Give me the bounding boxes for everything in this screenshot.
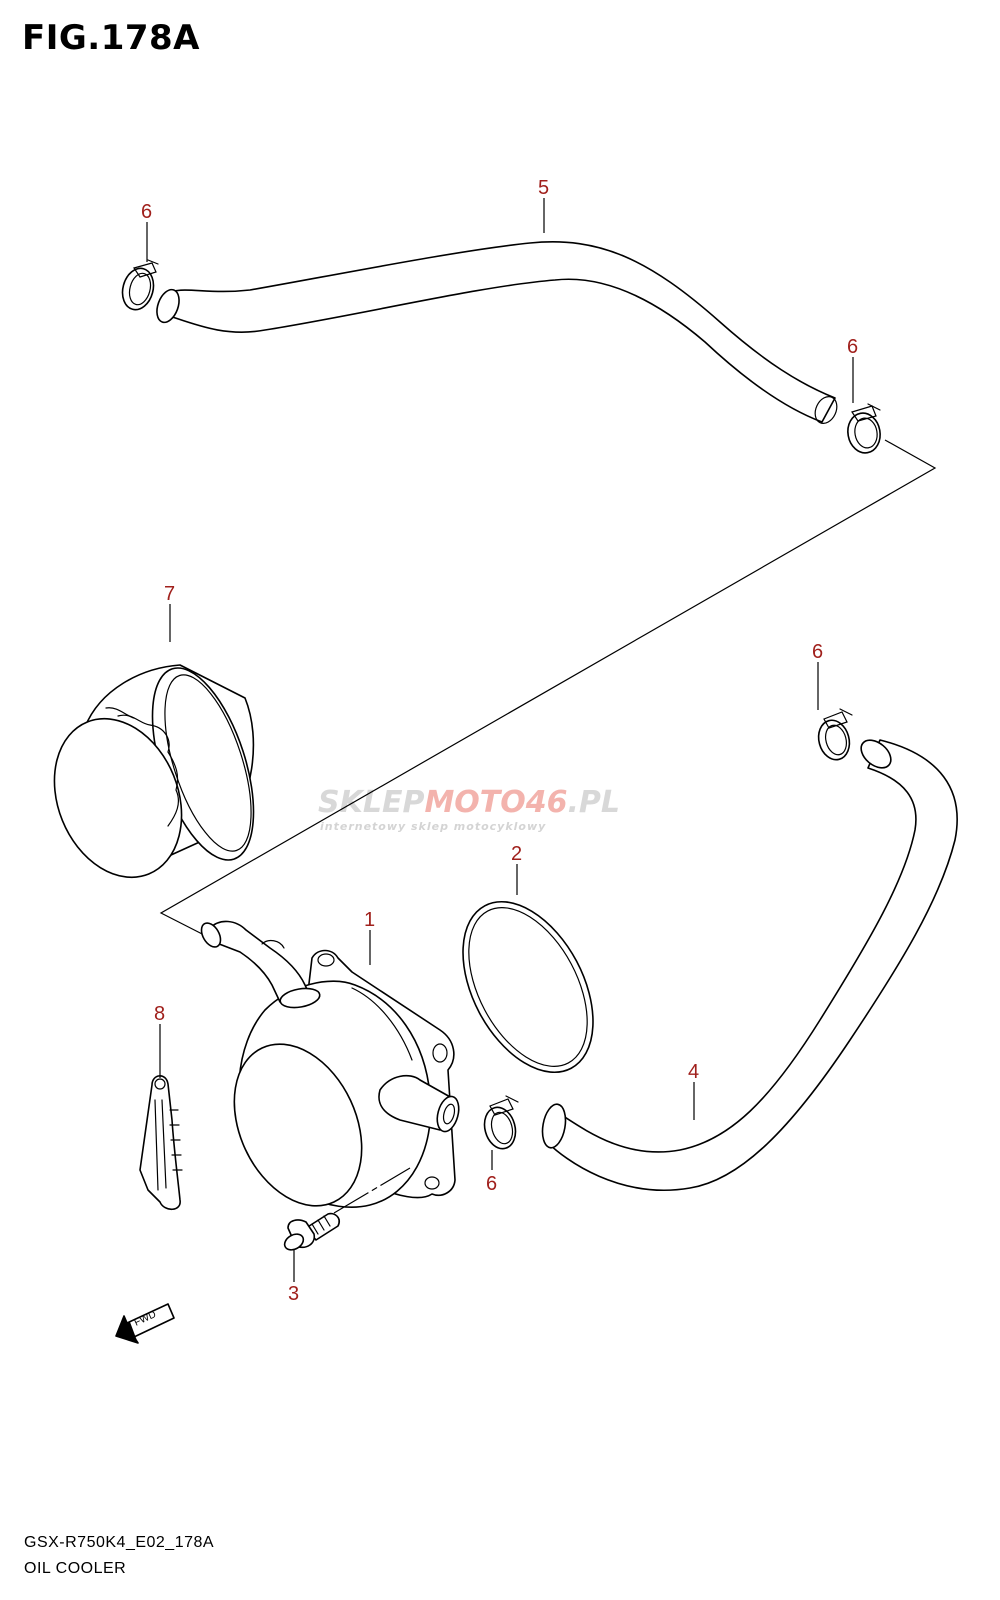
oil-cooler xyxy=(200,920,460,1209)
callout-part-4: 4 xyxy=(688,1061,699,1083)
callout-part-2: 2 xyxy=(511,843,522,865)
callout-leaders xyxy=(146,198,854,1282)
callout-part-6-c: 6 xyxy=(812,641,823,663)
watermark-brand: SKLEPMOTO46.PL xyxy=(318,785,620,820)
assembly-guide-line xyxy=(159,439,937,939)
callout-part-6-b: 6 xyxy=(847,336,858,358)
figure-title: FIG.178A xyxy=(22,18,200,58)
oil-filter xyxy=(53,664,255,879)
callout-part-8: 8 xyxy=(154,1003,165,1025)
watermark-tagline: internetowy sklep motocyklowy xyxy=(320,820,546,833)
figure-name: OIL COOLER xyxy=(24,1560,127,1577)
forward-direction-arrow: FWD xyxy=(115,1303,175,1344)
callout-labels: 5 6 6 7 6 2 1 8 4 6 3 xyxy=(141,177,858,1305)
upper-oil-hose xyxy=(156,241,838,424)
hose-strap xyxy=(139,1075,183,1211)
hose-clamp-top-left xyxy=(121,259,159,311)
o-ring xyxy=(462,900,594,1074)
callout-part-3: 3 xyxy=(288,1283,299,1305)
flange-bolt xyxy=(283,1212,340,1251)
callout-part-7: 7 xyxy=(164,583,175,605)
hose-clamp-mid-right xyxy=(817,708,853,761)
hose-clamp-bottom xyxy=(483,1095,519,1150)
watermark: SKLEPMOTO46.PL internetowy sklep motocyk… xyxy=(318,785,620,833)
callout-part-6-d: 6 xyxy=(486,1173,497,1195)
callout-part-1: 1 xyxy=(364,909,375,931)
callout-part-5: 5 xyxy=(538,177,549,199)
figure-code: GSX-R750K4_E02_178A xyxy=(24,1534,215,1551)
lower-oil-hose xyxy=(541,739,958,1191)
bolt-alignment-line xyxy=(333,1167,411,1214)
callout-part-6-a: 6 xyxy=(141,201,152,223)
hose-clamp-top-right xyxy=(847,403,881,454)
